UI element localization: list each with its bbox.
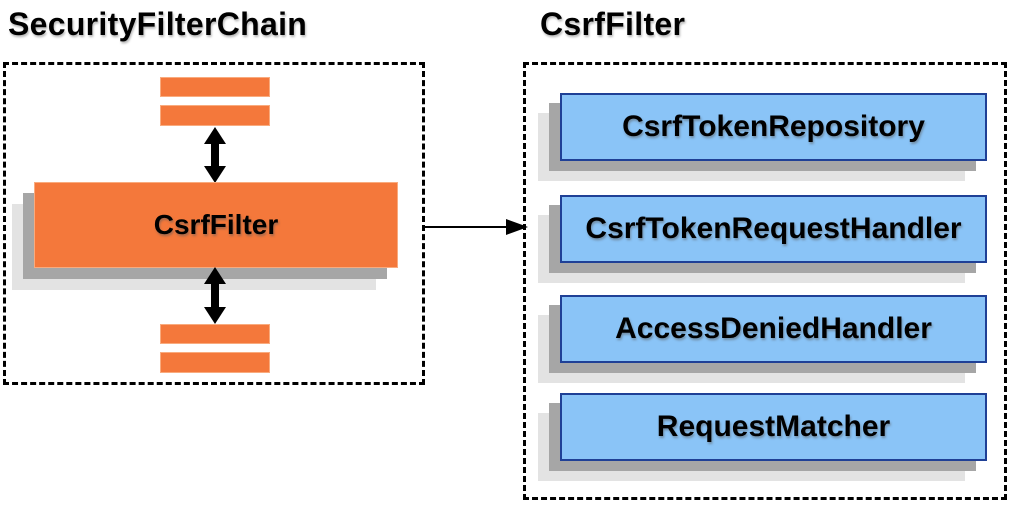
component-box-csrf-token-repository: CsrfTokenRepository bbox=[560, 93, 987, 161]
csrf-filter-panel bbox=[523, 62, 1007, 500]
component-label: RequestMatcher bbox=[656, 410, 891, 443]
component-label: CsrfTokenRequestHandler bbox=[585, 212, 962, 245]
component-box-csrf-token-request-handler: CsrfTokenRequestHandler bbox=[560, 195, 987, 263]
filter-bar bbox=[160, 352, 270, 373]
component-box-access-denied-handler: AccessDeniedHandler bbox=[560, 295, 987, 363]
csrf-filter-box: CsrfFilter bbox=[34, 182, 398, 268]
security-filter-chain-panel bbox=[3, 62, 425, 385]
double-headed-arrow-icon bbox=[203, 267, 227, 324]
component-box-request-matcher: RequestMatcher bbox=[560, 393, 987, 461]
component-label: CsrfTokenRepository bbox=[622, 110, 925, 143]
filter-bar bbox=[160, 105, 270, 126]
csrf-filter-box-label: CsrfFilter bbox=[153, 209, 279, 240]
filter-bar bbox=[160, 324, 270, 344]
right-arrow-icon bbox=[422, 218, 528, 236]
security-filter-chain-title: SecurityFilterChain bbox=[8, 6, 308, 42]
csrf-filter-title: CsrfFilter bbox=[540, 6, 686, 42]
filter-bar bbox=[160, 77, 270, 97]
double-headed-arrow-icon bbox=[203, 127, 227, 183]
component-label: AccessDeniedHandler bbox=[615, 312, 932, 345]
